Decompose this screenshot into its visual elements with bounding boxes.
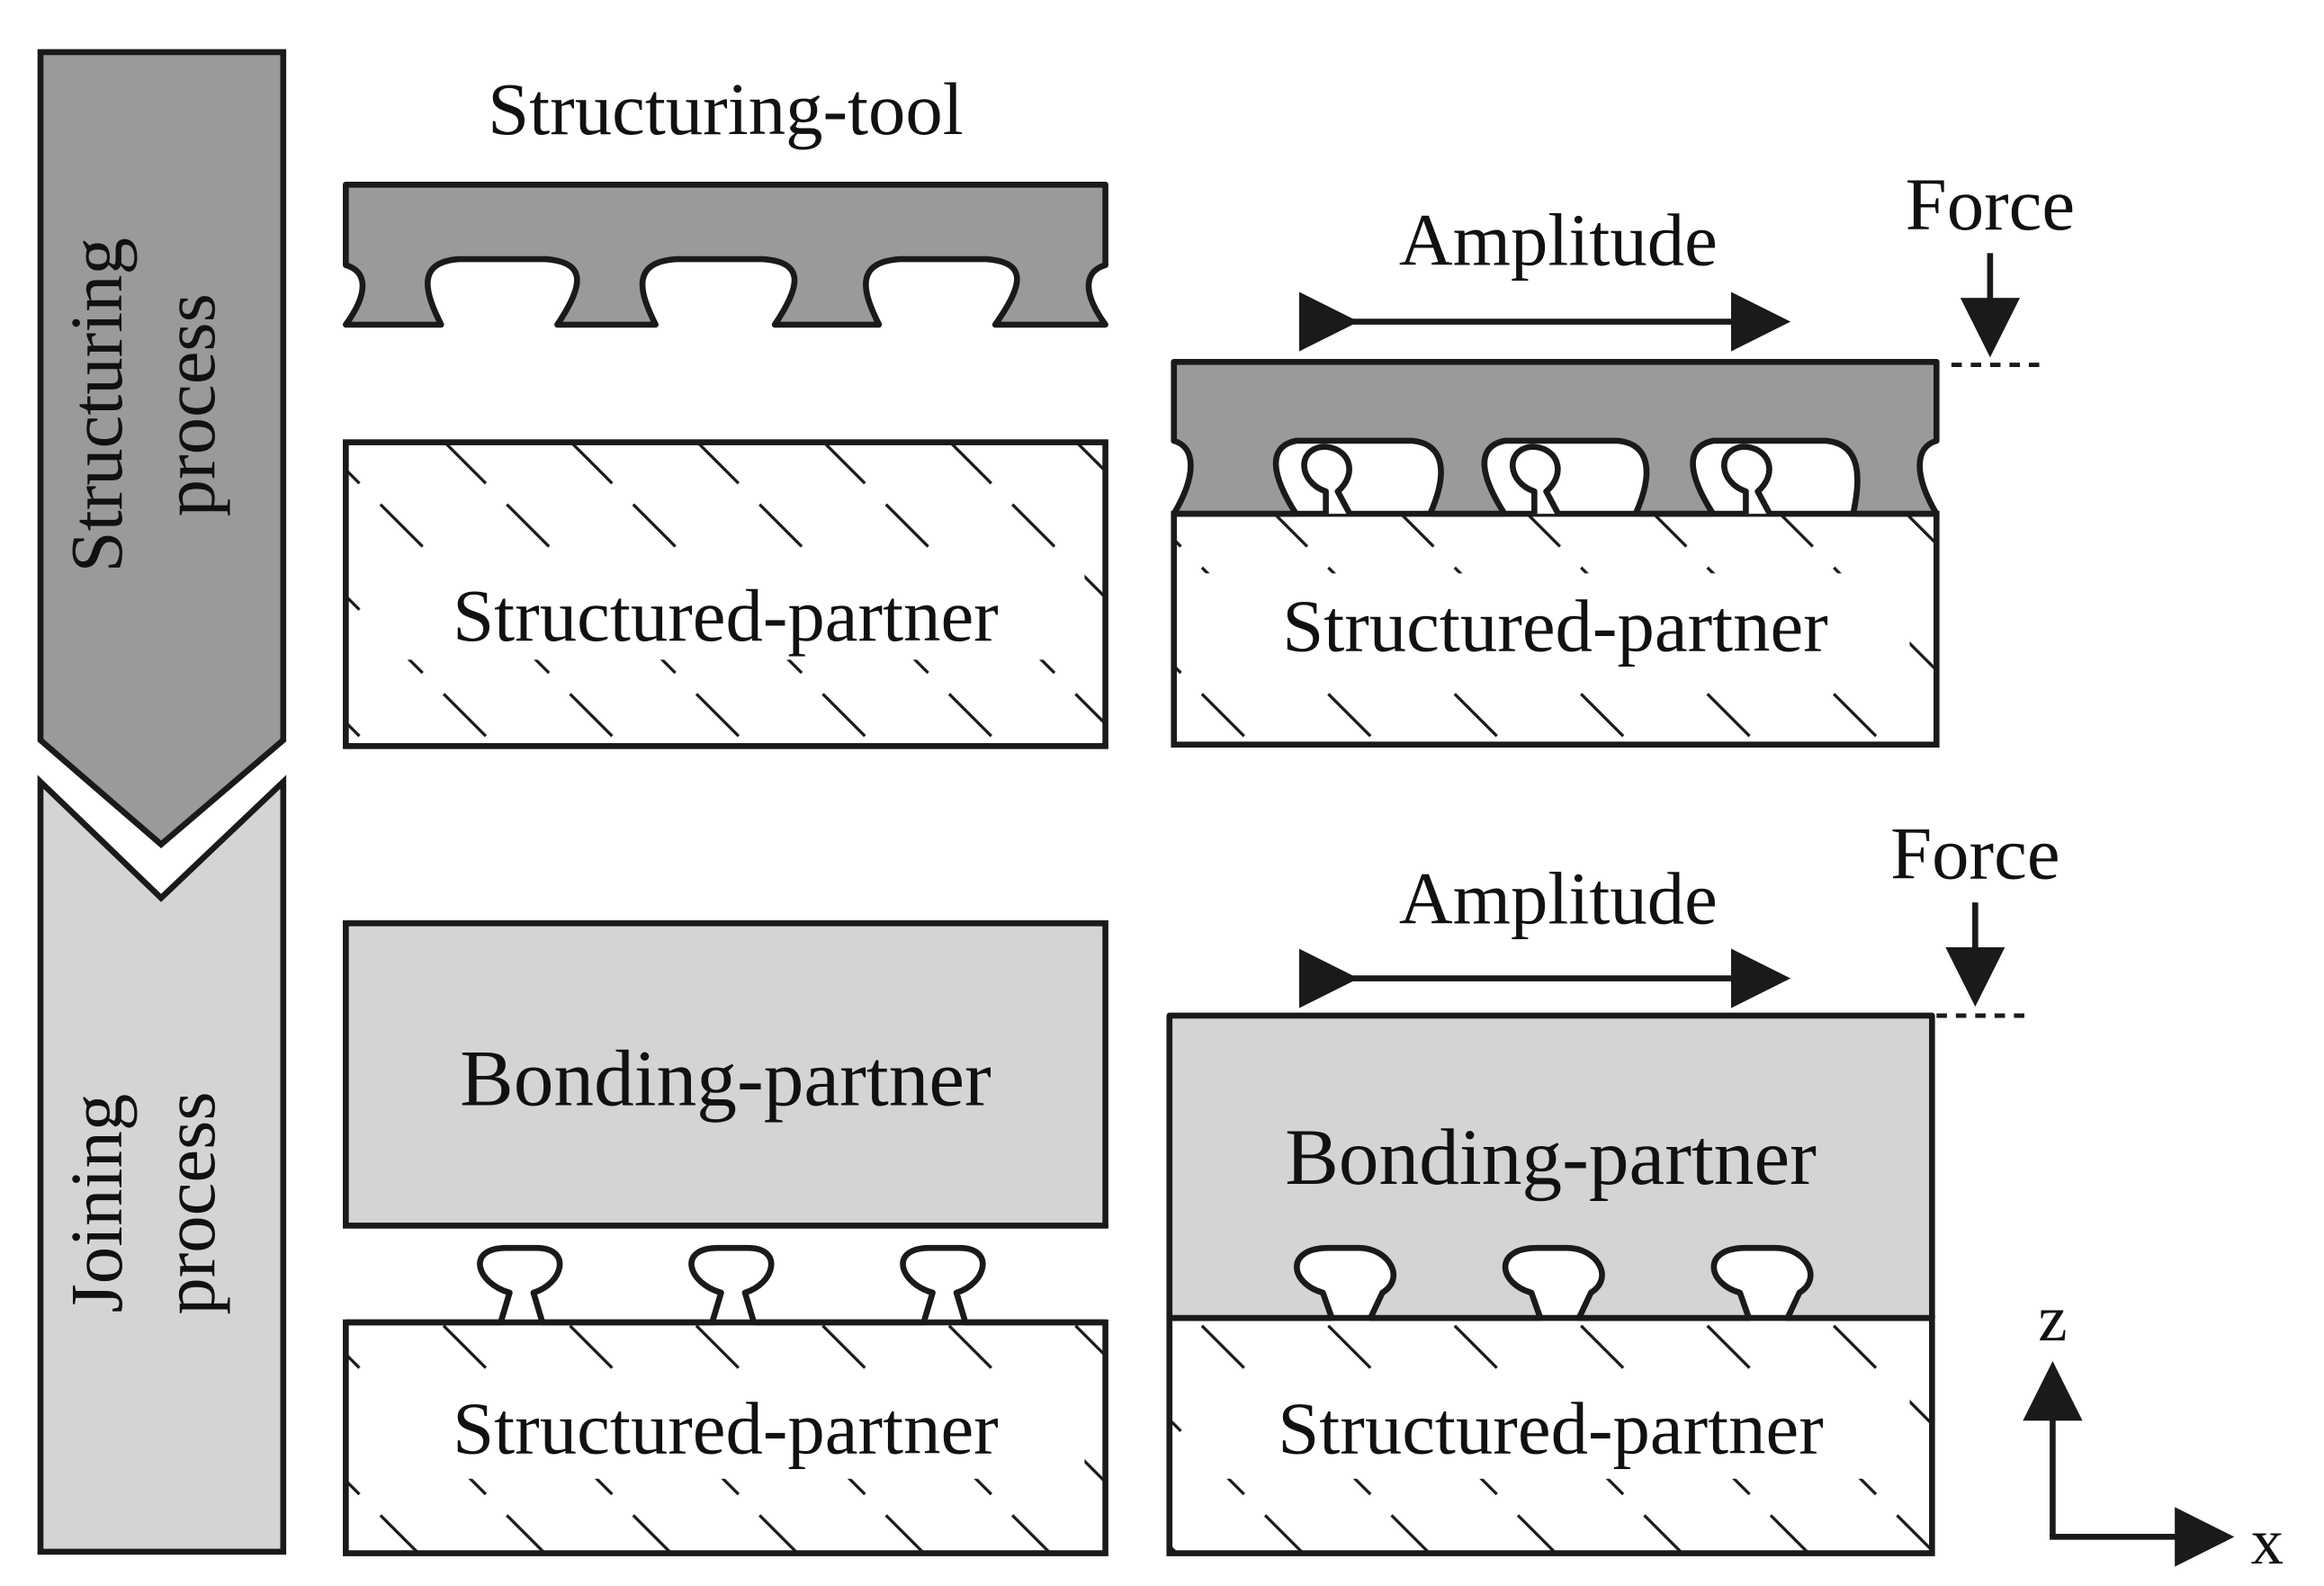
structured-partner-label: Structured-partner: [453, 574, 999, 657]
xz-axes-icon: z x: [2023, 1282, 2284, 1578]
bonding-partner-bottom-left: Bonding-partner: [343, 920, 1108, 1229]
phase-label-line: process: [148, 293, 230, 516]
phase-label-line: Joining: [55, 1094, 138, 1313]
structured-partner-label: Structured-partner: [1282, 584, 1828, 667]
structuring-tool-engaged: [1171, 358, 1940, 517]
structured-partner-label: Structured-partner: [453, 1387, 999, 1470]
phase-label-line: process: [148, 1091, 230, 1314]
bonding-partner-label: Bonding-partner: [460, 1034, 992, 1123]
structuring-tool: [343, 181, 1108, 328]
bonding-partner-label: Bonding-partner: [1285, 1113, 1817, 1202]
structured-partner-bottom-left: Structured-partner: [343, 1244, 1108, 1556]
axis-x-label: x: [2251, 1505, 2284, 1578]
axis-z-label: z: [2038, 1282, 2067, 1355]
force-label-bottom: Force: [1890, 812, 2059, 895]
structured-partner-bottom-right: Structured-partner: [1166, 1314, 1935, 1556]
structured-partner-label: Structured-partner: [1278, 1387, 1824, 1470]
amplitude-label-bottom: Amplitude: [1399, 856, 1718, 939]
structured-partner-top-right: Structured-partner: [1171, 510, 1940, 748]
structuring-tool-label: Structuring-tool: [488, 67, 964, 150]
force-label-top: Force: [1906, 163, 2075, 246]
bonding-partner-bottom-right: Bonding-partner: [1166, 1012, 1935, 1322]
amplitude-label-top: Amplitude: [1399, 199, 1718, 282]
phase-label-line: Structuring: [55, 237, 138, 572]
structured-partner-top-left: Structured-partner: [343, 439, 1108, 749]
